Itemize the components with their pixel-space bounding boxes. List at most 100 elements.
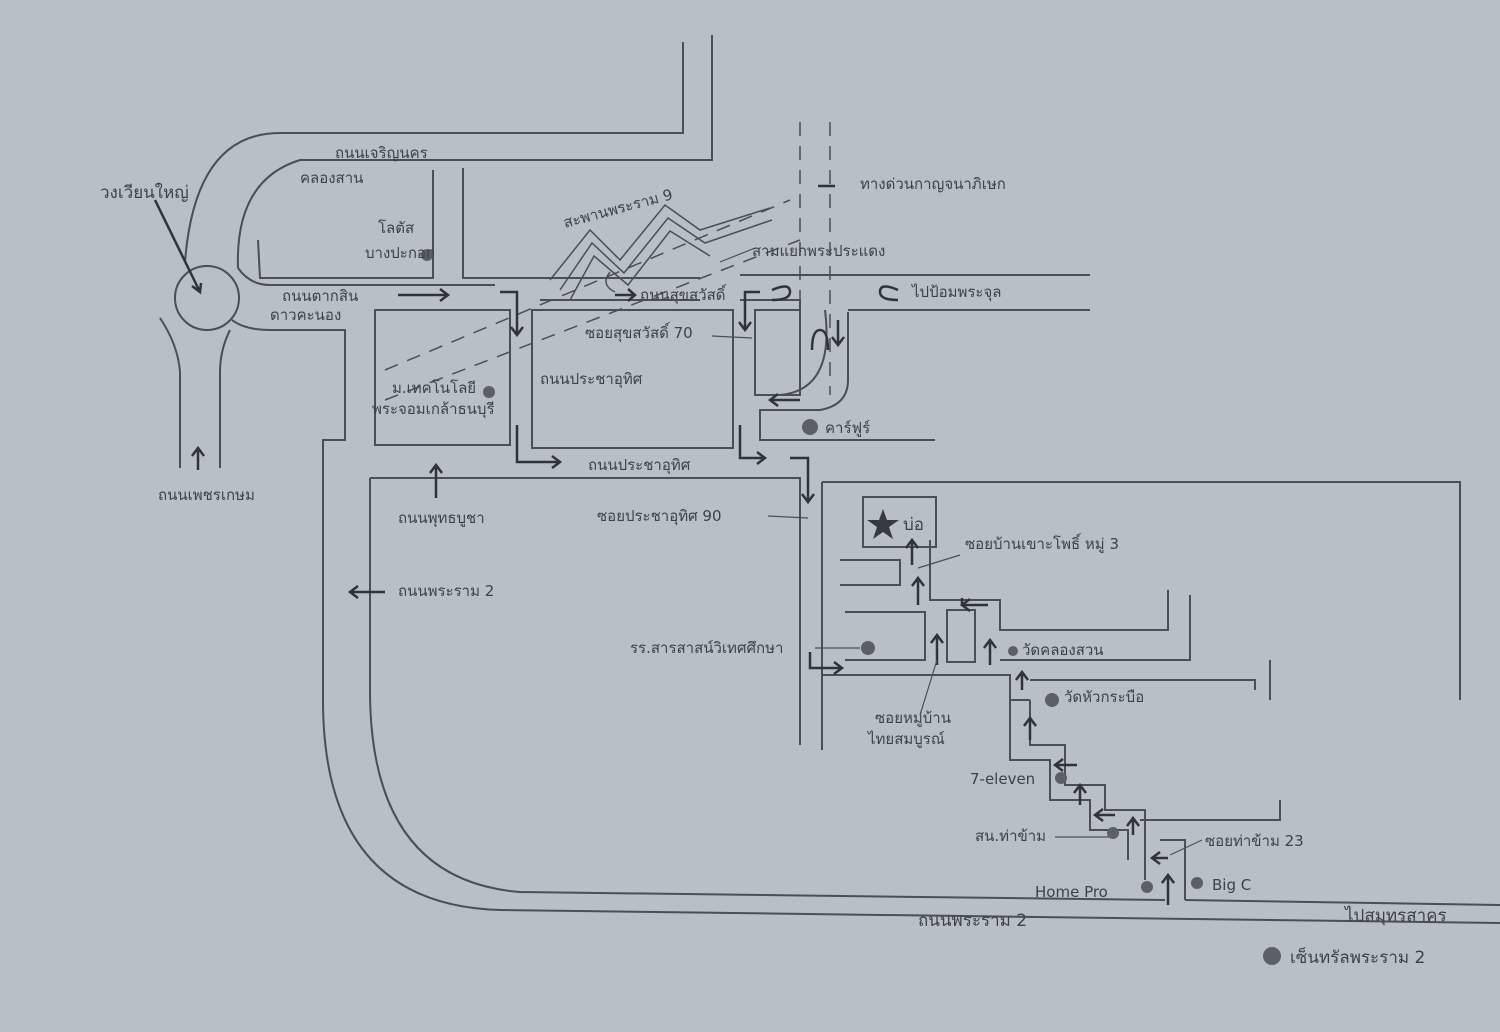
soi-tha-kham-23 [1160, 839, 1186, 900]
arrow-stair-2 [1023, 715, 1037, 740]
destination-star-icon [867, 509, 899, 539]
leader-soi-23 [1169, 839, 1203, 856]
label-carrefour: คาร์ฟูร์ [825, 419, 870, 437]
road-wat-hua-krabue-a [1030, 679, 1256, 690]
label-lotus: โลตัส [378, 219, 414, 237]
direction-arrows [153, 184, 1175, 905]
road-soi-block-top [822, 481, 1461, 700]
road-top-inner [430, 35, 713, 161]
leader-sam-yaek [719, 247, 756, 263]
label-bang-pakok: บางปะกอก [365, 244, 435, 262]
label-taksin: ถนนตากสิน [282, 287, 358, 305]
arrow-stair-3 [1052, 758, 1077, 772]
bridge-cable-2 [559, 216, 773, 291]
poi-school [861, 641, 875, 655]
poi-big-c [1191, 877, 1203, 889]
arrow-ramp-down [831, 320, 845, 348]
arrow-wat-khlong [983, 637, 997, 665]
label-soi-tha-kham-23: ซอยท่าข้าม 23 [1205, 832, 1304, 850]
label-big-c: Big C [1212, 876, 1251, 894]
road-charoen-nakhon-inner [236, 159, 430, 269]
label-soi-mu-ban-2: ไทยสมบูรณ์ [867, 730, 945, 748]
block-lotus [257, 170, 434, 279]
poi-home-pro [1141, 881, 1153, 893]
road-rama2-inner [369, 478, 1166, 901]
label-destination: บ่อ [903, 515, 924, 535]
roundabout-circle [174, 265, 240, 331]
arrow-soi90 [790, 456, 815, 505]
arrow-stair-4 [1073, 782, 1087, 805]
uturn-icon-2 [878, 285, 899, 302]
bridge-cable-1 [549, 203, 771, 281]
road-phetkasem-right [219, 329, 231, 468]
label-soi-ban-khao-pho: ซอยบ้านเขาะโพธิ์ หมู่ 3 [965, 533, 1119, 553]
poi-carrefour [802, 419, 818, 435]
arrow-stair-1 [1015, 669, 1029, 690]
soi-tha-kham-east [1029, 700, 1146, 880]
arrow-pracha-uthit [515, 425, 563, 469]
bridge-cable-3 [569, 230, 711, 301]
poi-central-rama2 [1263, 947, 1281, 965]
arrow-stair-5 [1092, 808, 1115, 822]
arrow-turn-right [738, 425, 768, 465]
uturn-icon-1 [771, 285, 792, 302]
label-pracha-uthit-2: ถนนประชาอุทิศ [588, 456, 691, 475]
bridge-ramp [605, 271, 616, 293]
label-kmutt-2: พระจอมเกล้าธนบุรี [372, 400, 495, 419]
destination-block [862, 496, 937, 548]
roundabout-pointer [153, 199, 203, 295]
poi-7-eleven [1055, 772, 1067, 784]
label-soi-suk-sawat-70: ซอยสุขสวัสดิ์ 70 [585, 322, 693, 343]
block-c [946, 609, 976, 663]
arrow-stair-6 [1126, 815, 1140, 835]
arrow-stair-7 [1149, 851, 1168, 865]
road-charoen-nakhon-outer [184, 42, 684, 263]
uturn-icon-3 [810, 328, 830, 351]
label-school: รร.สารสาสน์วิเทศศึกษา [630, 639, 783, 657]
soi-tha-kham-23-top [1140, 800, 1281, 821]
label-charoen-nakhon: ถนนเจริญนคร [335, 144, 428, 162]
label-rama2-bottom: ถนนพระราม 2 [918, 911, 1027, 931]
label-to-samut-sakhon: ไปสมุทรสาคร [1343, 905, 1447, 926]
soi-school-road [822, 674, 1030, 701]
label-phetkasem: ถนนเพชรเกษม [158, 486, 255, 504]
poi-tha-kham-office [1107, 827, 1119, 839]
road-taksin-top [237, 267, 495, 286]
arrow-suk-sawat-70 [738, 290, 760, 333]
arrow-suk-sawat [615, 288, 637, 302]
ramp-curve-1 [779, 309, 828, 396]
arrow-to-destination [905, 537, 919, 565]
poi-markers [421, 249, 1281, 965]
label-expressway: ทางด่วนกาญจนาภิเษก [860, 175, 1006, 193]
arrow-school [808, 652, 845, 675]
road-phutthabucha-block [370, 477, 801, 745]
label-dao-khanong: ดาวคะนอง [270, 306, 341, 324]
road-wat-khlong-suan [1000, 595, 1191, 661]
leader-soi70 [711, 335, 753, 339]
poi-kmutt [483, 386, 495, 398]
block-rama9-left [462, 168, 700, 279]
road-phetkasem-left [159, 317, 181, 468]
label-7-eleven: 7-eleven [970, 770, 1035, 788]
road-rama2-inner-east [1184, 899, 1500, 906]
block-pracha-uthit [531, 309, 734, 449]
label-suk-sawat: ถนนสุขสวัสดิ์ [640, 284, 727, 305]
arrow-phutthabucha [429, 462, 443, 498]
label-tha-kham-office: สน.ท่าข้าม [975, 827, 1046, 845]
road-taksin-bottom [231, 319, 346, 360]
leader-lines [711, 247, 1203, 856]
arrow-turn-down-1 [500, 290, 524, 338]
road-carrefour [759, 312, 935, 441]
label-roundabout: วงเวียนใหญ่ [100, 182, 189, 203]
label-home-pro: Home Pro [1035, 883, 1108, 901]
soi-tha-kham-west [1009, 690, 1129, 860]
label-to-pom: ไปป้อมพระจุล [911, 283, 1001, 302]
label-wat-hua-krabue: วัดหัวกระบือ [1064, 688, 1144, 706]
block-a [840, 559, 901, 586]
leader-mu-ban [919, 659, 938, 716]
arrow-taksin [398, 288, 451, 302]
label-rama2-left: ถนนพระราม 2 [398, 582, 494, 600]
road-rama2-outer [322, 330, 1500, 924]
soi-ban-khao-pho [929, 540, 1169, 631]
label-wat-khlong-suan: วัดคลองสวน [1022, 641, 1104, 659]
